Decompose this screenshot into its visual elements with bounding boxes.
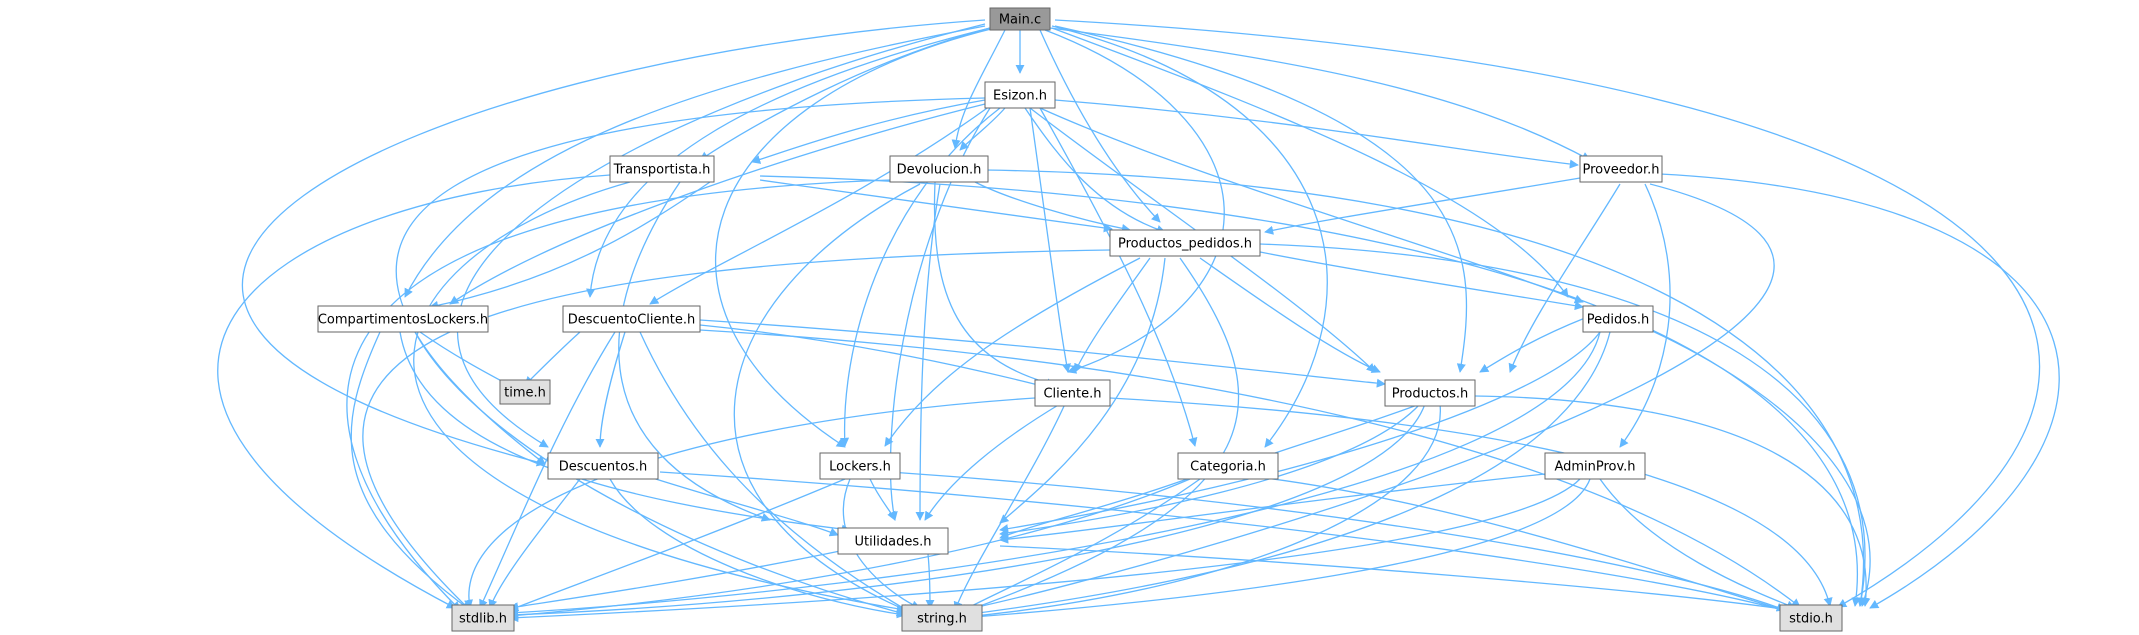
node-box [889,155,989,183]
node-box [984,81,1056,109]
node-box [901,604,983,632]
node-stdio: stdio.h [1779,604,1843,632]
node-label: Categoria.h [1190,460,1266,475]
node-util[interactable]: Utilidades.h [837,527,949,555]
node-label: AdminProv.h [1554,460,1635,475]
node-adminp[interactable]: AdminProv.h [1544,452,1646,480]
node-cliente[interactable]: Cliente.h [1034,379,1111,407]
node-pedidos[interactable]: Pedidos.h [1582,305,1654,333]
node-productos[interactable]: Productos.h [1384,379,1476,407]
node-label: time.h [504,386,546,401]
node-label: stdlib.h [459,612,507,627]
node-box [1034,379,1111,407]
node-box [609,155,715,183]
node-time: time.h [499,379,551,405]
node-prodped[interactable]: Productos_pedidos.h [1109,229,1261,257]
node-box [562,305,701,333]
node-label: Descuentos.h [559,460,648,475]
node-box [1544,452,1646,480]
node-box [1579,155,1663,183]
node-label: Transportista.h [613,163,711,178]
dependency-edges [217,19,2060,623]
node-box [1384,379,1476,407]
node-label: Productos.h [1392,387,1468,402]
node-lockers[interactable]: Lockers.h [819,452,901,480]
node-box [451,604,515,632]
node-label: DescuentoCliente.h [568,313,695,328]
node-label: Pedidos.h [1587,313,1650,328]
node-string: string.h [901,604,983,632]
node-box [989,7,1051,31]
node-box [1109,229,1261,257]
node-box [1582,305,1654,333]
node-box [317,305,489,333]
node-main[interactable]: Main.c [989,7,1051,31]
node-label: Devolucion.h [897,163,982,178]
node-categ[interactable]: Categoria.h [1177,452,1279,480]
node-label: Main.c [999,13,1041,28]
node-label: CompartimentosLockers.h [318,313,488,328]
node-label: Productos_pedidos.h [1118,237,1252,252]
node-box [819,452,901,480]
node-descli[interactable]: DescuentoCliente.h [562,305,701,333]
node-devol[interactable]: Devolucion.h [889,155,989,183]
node-desc[interactable]: Descuentos.h [547,452,659,480]
node-label: Cliente.h [1043,387,1101,402]
node-label: Esizon.h [993,89,1047,104]
node-box [1177,452,1279,480]
node-box [1779,604,1843,632]
node-box [547,452,659,480]
node-label: Utilidades.h [854,535,931,550]
node-label: Proveedor.h [1582,163,1659,178]
node-box [499,379,551,405]
node-label: Lockers.h [829,460,891,475]
node-stdlib: stdlib.h [451,604,515,632]
node-prov[interactable]: Proveedor.h [1579,155,1663,183]
node-box [837,527,949,555]
node-label: string.h [917,612,967,627]
node-label: stdio.h [1789,612,1833,627]
node-transp[interactable]: Transportista.h [609,155,715,183]
node-comp[interactable]: CompartimentosLockers.h [317,305,489,333]
node-esizon[interactable]: Esizon.h [984,81,1056,109]
